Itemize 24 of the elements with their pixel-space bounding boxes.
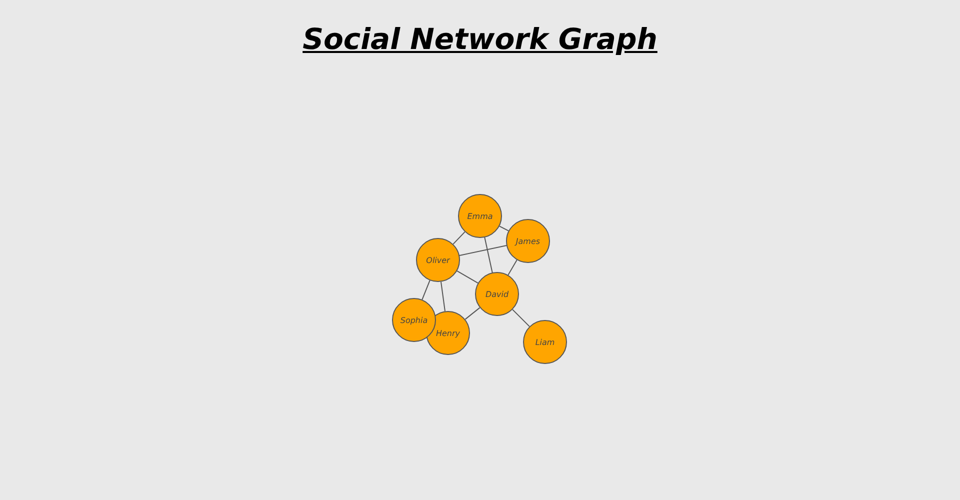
person-node xyxy=(392,298,436,342)
connection-line xyxy=(459,245,507,256)
person-node xyxy=(416,238,460,282)
connection-line xyxy=(422,280,430,300)
connection-line xyxy=(499,226,509,232)
node-label: James xyxy=(516,236,540,246)
connection-line xyxy=(508,260,518,276)
connection-line xyxy=(440,281,446,312)
node-label: Oliver xyxy=(426,256,450,264)
node-label: Henry xyxy=(436,328,460,338)
connection-line xyxy=(464,307,480,320)
connection-line xyxy=(456,270,478,284)
node-label: Emma xyxy=(467,212,493,220)
connection-line xyxy=(452,231,466,245)
person-node xyxy=(523,320,567,364)
person-node xyxy=(506,219,550,263)
connection-line xyxy=(512,309,530,327)
person-node xyxy=(475,272,519,316)
node-label: Sophia xyxy=(400,316,428,324)
node-label: David xyxy=(485,290,509,298)
node-label: Liam xyxy=(535,338,555,346)
connection-line xyxy=(484,237,493,273)
person-node xyxy=(458,194,502,238)
title: Social Network Graph xyxy=(302,22,658,56)
